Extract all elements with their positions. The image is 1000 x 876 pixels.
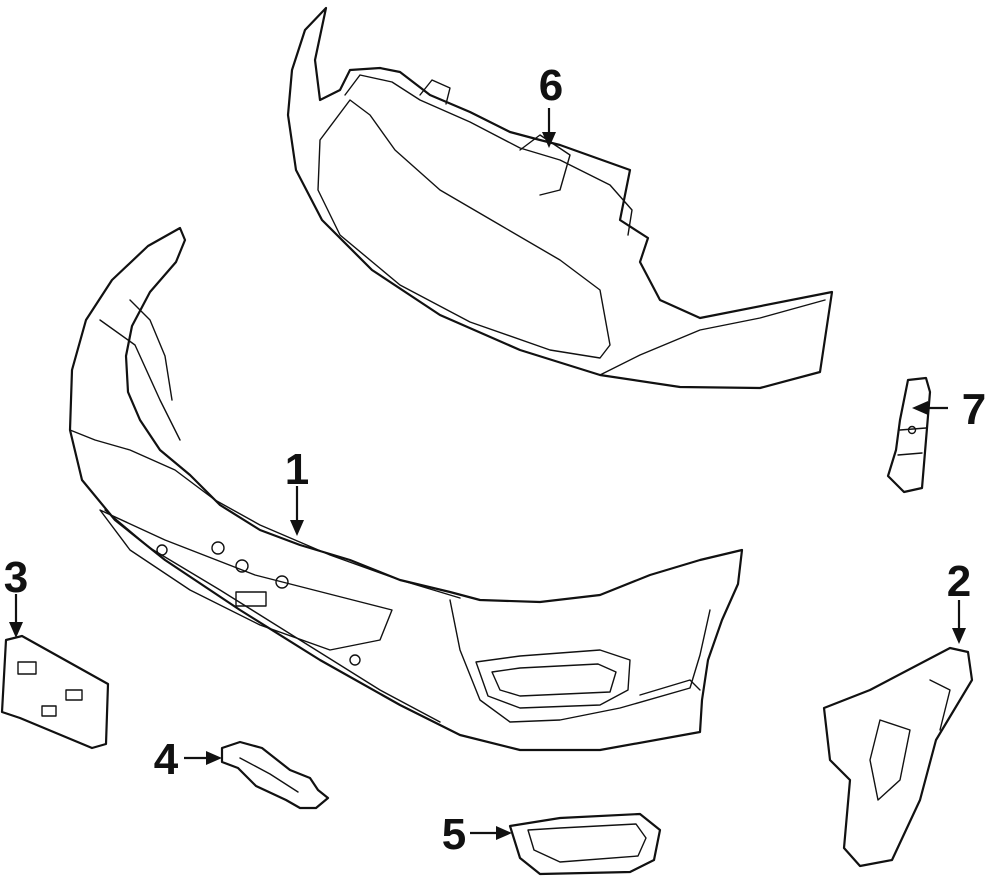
callout-3: 3 xyxy=(4,553,28,602)
part-1-bumper-cover xyxy=(68,226,744,752)
callout-2: 2 xyxy=(947,557,971,606)
callout-1: 1 xyxy=(285,445,309,494)
part-6-upper-reinforcement xyxy=(286,6,834,390)
callout-7: 7 xyxy=(962,385,986,434)
callout-4: 4 xyxy=(154,735,179,784)
part-4-duct-bracket xyxy=(220,740,330,810)
callout-6: 6 xyxy=(539,61,563,110)
callout-5: 5 xyxy=(442,810,466,859)
part-3-license-bracket xyxy=(0,634,110,750)
part-5-fog-bezel xyxy=(508,812,662,876)
part-2-side-bracket xyxy=(822,646,974,868)
callout-arrows xyxy=(9,108,966,840)
part-7-bracket xyxy=(886,376,932,494)
